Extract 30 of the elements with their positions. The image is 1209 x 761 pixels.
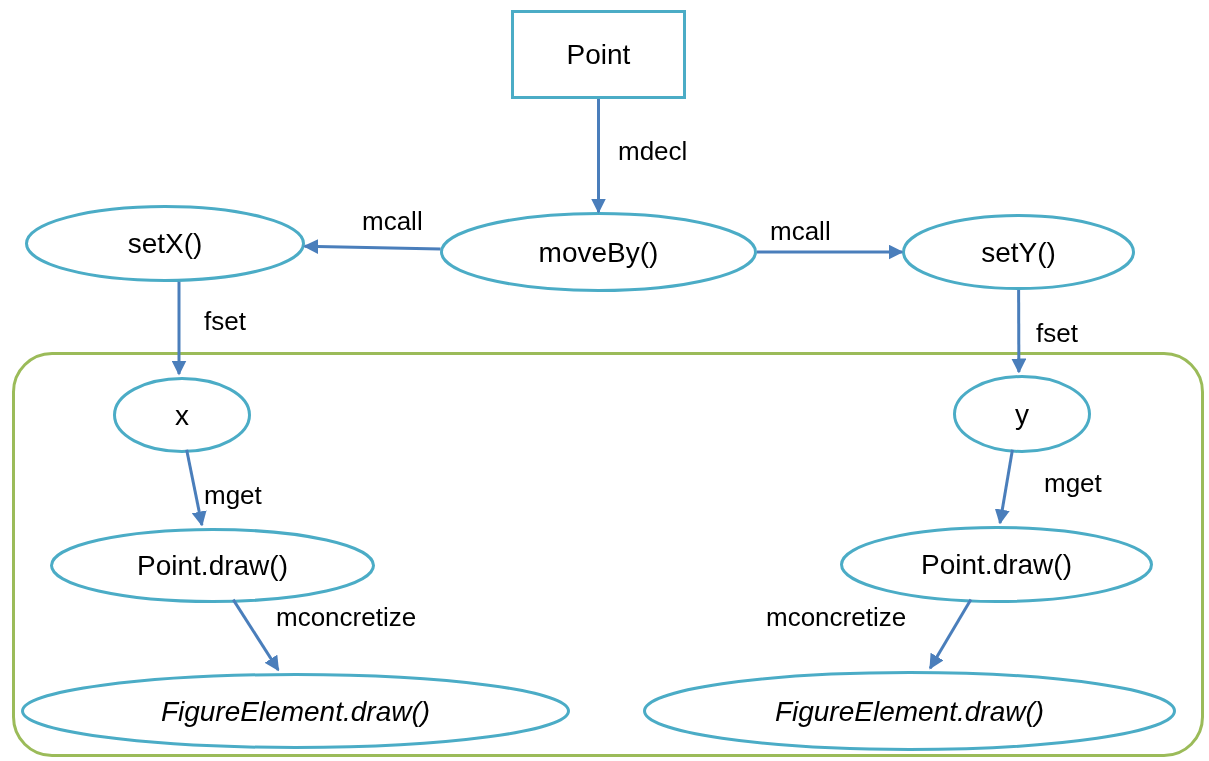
node-label: Point.draw() xyxy=(137,549,288,583)
node-label: setX() xyxy=(127,227,203,261)
arrow xyxy=(1011,290,1027,374)
ellipse-node xyxy=(50,528,375,603)
ellipse-node xyxy=(902,214,1135,290)
node-label: Point.draw() xyxy=(921,548,1072,582)
arrow xyxy=(928,598,973,670)
node-label: FigureElement.draw() xyxy=(160,694,431,729)
arrow xyxy=(231,598,280,672)
node-label: x xyxy=(175,398,189,433)
group-frame xyxy=(12,352,1204,757)
arrow xyxy=(591,99,606,214)
class-box xyxy=(511,10,686,99)
ellipse-node xyxy=(25,205,305,282)
arrow xyxy=(994,449,1014,525)
ellipse-node xyxy=(440,212,757,292)
node-label: y xyxy=(1015,397,1029,432)
ellipse-node xyxy=(840,526,1153,603)
ellipse-node xyxy=(113,377,251,453)
arrow xyxy=(303,239,441,254)
node-label: FigureElement.draw() xyxy=(774,694,1045,729)
node-label: moveBy() xyxy=(538,235,659,270)
node-label: setY() xyxy=(981,235,1056,270)
arrow xyxy=(185,449,207,527)
ellipse-node xyxy=(953,375,1091,453)
node-label: Point xyxy=(566,38,631,72)
ellipse-node xyxy=(643,671,1176,751)
arrow xyxy=(757,244,904,260)
arrow xyxy=(171,281,187,376)
ellipse-node xyxy=(21,673,570,749)
